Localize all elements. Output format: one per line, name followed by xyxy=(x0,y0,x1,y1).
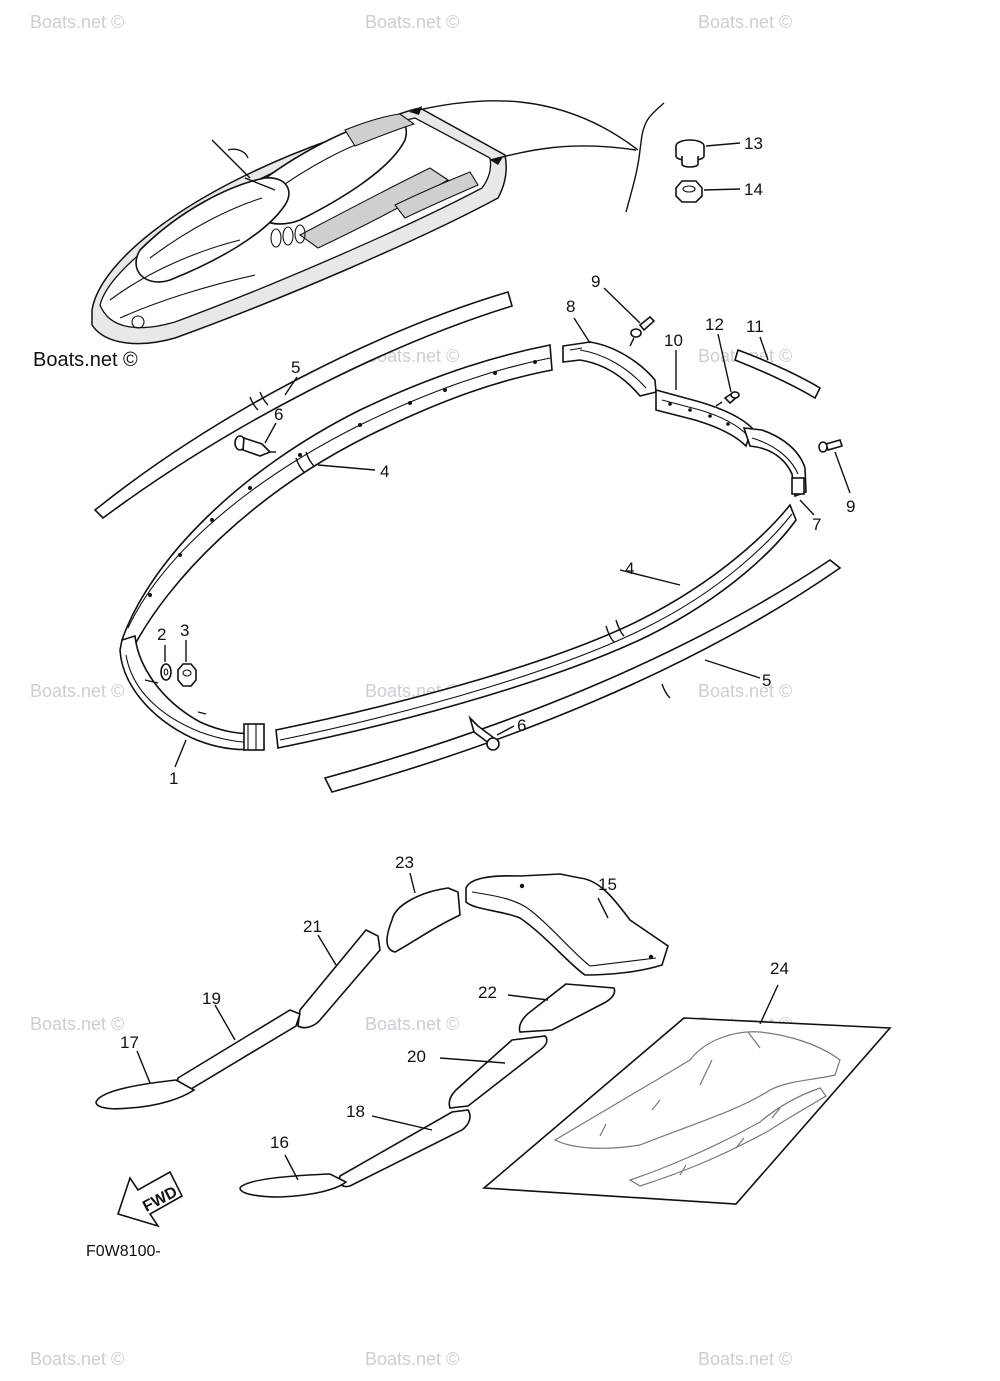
watercraft-overview xyxy=(91,107,507,345)
mat-set-24 xyxy=(481,1017,892,1205)
callout-8: 8 xyxy=(566,297,575,316)
rivet-9-lower xyxy=(818,439,844,453)
bow-strip-11 xyxy=(734,348,822,400)
callout-4-lower: 4 xyxy=(625,559,634,578)
watermark: Boats.net © xyxy=(30,12,124,32)
mat-22 xyxy=(518,983,616,1033)
watermark: Boats.net © xyxy=(698,681,792,701)
mat-21 xyxy=(297,928,381,1029)
mat-16 xyxy=(239,1173,348,1198)
bow-plate-10 xyxy=(655,388,753,448)
callout-22: 22 xyxy=(478,983,497,1002)
watermark: Boats.net © xyxy=(698,12,792,32)
bracket-13-14 xyxy=(409,100,665,213)
bow-nose-7 xyxy=(742,427,807,498)
callout-17: 17 xyxy=(120,1033,139,1052)
fwd-arrow: FWD xyxy=(116,1170,184,1228)
callout-24: 24 xyxy=(770,959,789,978)
mat-23 xyxy=(386,887,461,953)
watermark-layer: Boats.net © Boats.net © Boats.net © Boat… xyxy=(30,12,792,1369)
watermark: Boats.net © xyxy=(365,12,459,32)
gunwale-cover-5-upper xyxy=(93,291,513,520)
callout-18: 18 xyxy=(346,1102,365,1121)
mat-17 xyxy=(95,1079,196,1110)
watermark: Boats.net © xyxy=(30,681,124,701)
rivet-12 xyxy=(715,390,740,407)
screw-6-upper xyxy=(234,435,276,457)
callout-19: 19 xyxy=(202,989,221,1008)
callout-10: 10 xyxy=(664,331,683,350)
callout-9-lower: 9 xyxy=(846,497,855,516)
stern-corner-1 xyxy=(119,634,265,751)
watermark: Boats.net © xyxy=(30,1014,124,1034)
callout-12: 12 xyxy=(705,315,724,334)
gunwale-rail-4-lower xyxy=(275,503,797,749)
callout-9-upper: 9 xyxy=(591,272,600,291)
callout-1: 1 xyxy=(169,769,178,788)
callout-2: 2 xyxy=(157,625,166,644)
mat-15 xyxy=(465,873,669,976)
callout-3: 3 xyxy=(180,621,189,640)
watermark: Boats.net © xyxy=(365,1349,459,1369)
callout-4-upper: 4 xyxy=(380,462,389,481)
callout-5-lower: 5 xyxy=(762,671,771,690)
callout-6-upper: 6 xyxy=(274,405,283,424)
mat-19 xyxy=(176,1009,301,1094)
callout-14: 14 xyxy=(744,180,763,199)
callout-16: 16 xyxy=(270,1133,289,1152)
watermark: Boats.net © xyxy=(365,1014,459,1034)
mat-20 xyxy=(448,1035,548,1109)
callout-23: 23 xyxy=(395,853,414,872)
callout-11: 11 xyxy=(746,317,764,336)
callout-13: 13 xyxy=(744,134,763,153)
bow-corner-8 xyxy=(562,341,657,397)
callout-20: 20 xyxy=(407,1047,426,1066)
watermark: Boats.net © xyxy=(30,1349,124,1369)
gunwale-cover-5-lower xyxy=(323,559,842,793)
figure-code: F0W8100- xyxy=(86,1243,161,1260)
nut-14 xyxy=(675,180,741,203)
rivet-9-upper xyxy=(629,315,656,347)
gunwale-rail-4-upper xyxy=(121,344,553,652)
callout-21: 21 xyxy=(303,917,322,936)
mat-18 xyxy=(338,1109,471,1188)
callout-15: 15 xyxy=(598,875,617,894)
callout-6-lower: 6 xyxy=(517,716,526,735)
brand-label: Boats.net © xyxy=(33,349,138,371)
watermark: Boats.net © xyxy=(698,1349,792,1369)
screw-6-lower xyxy=(468,715,500,751)
washer-2 xyxy=(160,663,172,681)
collar-13 xyxy=(675,139,741,168)
nut-3 xyxy=(177,663,197,687)
callout-5-upper: 5 xyxy=(291,358,300,377)
callout-7: 7 xyxy=(812,515,821,534)
